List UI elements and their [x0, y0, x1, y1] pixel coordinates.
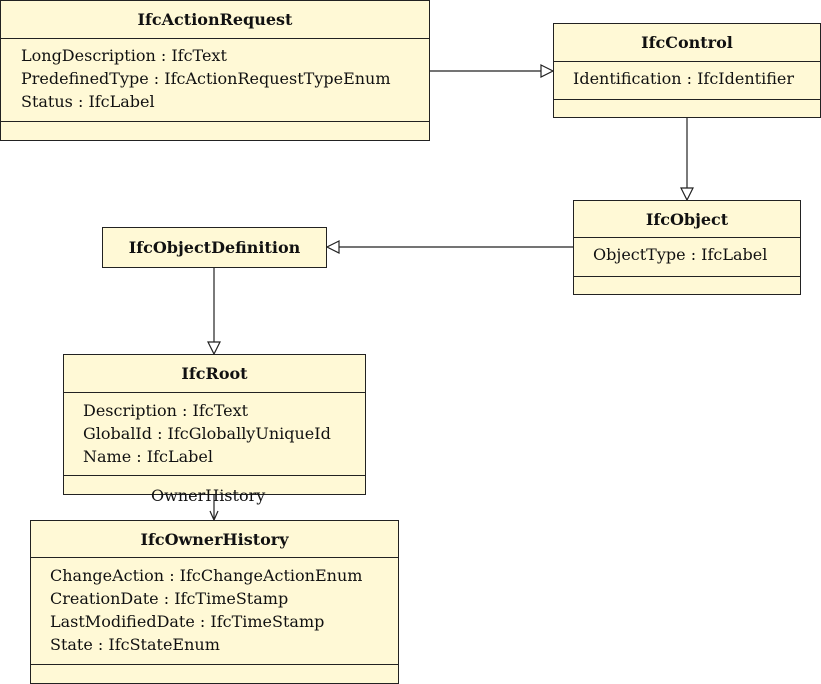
- class-ifc-action-request: IfcActionRequest LongDescription : IfcTe…: [0, 0, 430, 141]
- attribute: ChangeAction : IfcChangeActionEnum: [50, 566, 363, 585]
- attribute: LongDescription : IfcText: [21, 46, 227, 65]
- attribute: GlobalId : IfcGloballyUniqueId: [83, 424, 331, 443]
- generalization-action-request-to-control: [429, 64, 555, 78]
- attribute: Name : IfcLabel: [83, 447, 213, 466]
- attribute: LastModifiedDate : IfcTimeStamp: [50, 612, 325, 631]
- attribute: ObjectType : IfcLabel: [593, 245, 768, 264]
- class-ifc-object-definition: IfcObjectDefinition: [102, 227, 327, 268]
- attribute-list: ObjectType : IfcLabel: [574, 238, 800, 277]
- attribute: PredefinedType : IfcActionRequestTypeEnu…: [21, 69, 391, 88]
- attribute-list: Identification : IfcIdentifier: [554, 62, 820, 100]
- class-name: IfcRoot: [64, 355, 365, 393]
- class-ifc-control: IfcControl Identification : IfcIdentifie…: [553, 23, 821, 118]
- class-ifc-object: IfcObject ObjectType : IfcLabel: [573, 200, 801, 295]
- generalization-control-to-object: [680, 118, 694, 202]
- attribute: Status : IfcLabel: [21, 92, 155, 111]
- class-name: IfcObjectDefinition: [128, 238, 301, 257]
- class-name: IfcOwnerHistory: [31, 521, 398, 558]
- attribute-list: ChangeAction : IfcChangeActionEnum Creat…: [31, 558, 398, 665]
- class-ifc-owner-history: IfcOwnerHistory ChangeAction : IfcChange…: [30, 520, 399, 684]
- generalization-object-definition-to-root: [207, 268, 221, 356]
- attribute-list: Description : IfcText GlobalId : IfcGlob…: [64, 393, 365, 476]
- class-name: IfcObject: [574, 201, 800, 238]
- class-name: IfcActionRequest: [1, 1, 429, 39]
- attribute-list: LongDescription : IfcText PredefinedType…: [1, 39, 429, 122]
- class-ifc-root: IfcRoot Description : IfcText GlobalId :…: [63, 354, 366, 495]
- association-label: OwnerHistory: [151, 486, 266, 505]
- attribute: State : IfcStateEnum: [50, 635, 220, 654]
- attribute: Identification : IfcIdentifier: [573, 69, 794, 88]
- attribute: Description : IfcText: [83, 401, 249, 420]
- attribute: CreationDate : IfcTimeStamp: [50, 589, 289, 608]
- generalization-object-to-object-definition: [325, 240, 573, 254]
- class-name: IfcControl: [554, 24, 820, 62]
